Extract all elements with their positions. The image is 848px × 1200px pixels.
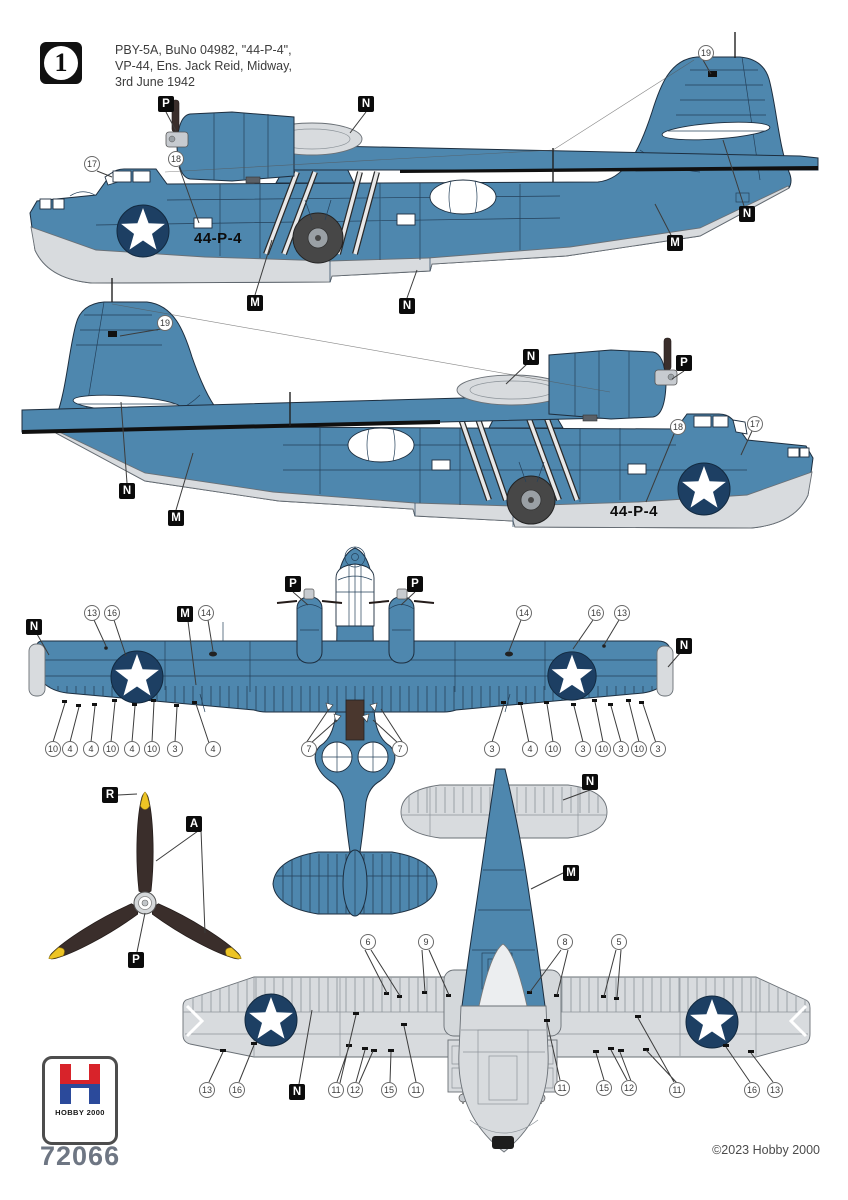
callout-number-17: 17 bbox=[747, 416, 763, 432]
callout-number-16: 16 bbox=[229, 1082, 245, 1098]
fitting-marks bbox=[62, 699, 644, 707]
callout-number-3: 3 bbox=[650, 741, 666, 757]
propeller-detail-view bbox=[44, 791, 246, 966]
scheme-number: 1 bbox=[44, 46, 78, 80]
national-insignia bbox=[685, 995, 739, 1049]
callout-number-11: 11 bbox=[328, 1082, 344, 1098]
national-insignia bbox=[244, 993, 298, 1047]
national-insignia bbox=[677, 462, 731, 516]
callout-number-16: 16 bbox=[744, 1082, 760, 1098]
callout-number-12: 12 bbox=[621, 1080, 637, 1096]
callout-number-7: 7 bbox=[392, 741, 408, 757]
hobby2000-logo: HOBBY 2000 bbox=[42, 1056, 118, 1145]
callout-number-5: 5 bbox=[611, 934, 627, 950]
callout-number-13: 13 bbox=[84, 605, 100, 621]
callout-number-17: 17 bbox=[84, 156, 100, 172]
callout-number-18: 18 bbox=[670, 419, 686, 435]
callout-letter-M: M bbox=[247, 295, 263, 311]
title-line-1: PBY-5A, BuNo 04982, "44-P-4", bbox=[115, 43, 292, 57]
fuselage-code-text: 44-P-4 bbox=[194, 230, 242, 247]
fuselage-code-text: 44-P-4 bbox=[610, 503, 658, 520]
callout-number-3: 3 bbox=[167, 741, 183, 757]
scheme-title: PBY-5A, BuNo 04982, "44-P-4", VP-44, Ens… bbox=[115, 42, 292, 90]
callout-number-12: 12 bbox=[347, 1082, 363, 1098]
callout-letter-N: N bbox=[26, 619, 42, 635]
callout-letter-N: N bbox=[358, 96, 374, 112]
callout-number-4: 4 bbox=[522, 741, 538, 757]
callout-number-14: 14 bbox=[516, 605, 532, 621]
callout-letter-N: N bbox=[289, 1084, 305, 1100]
callout-number-4: 4 bbox=[124, 741, 140, 757]
callout-letter-N: N bbox=[739, 206, 755, 222]
callout-number-11: 11 bbox=[554, 1080, 570, 1096]
copyright-text: ©2023 Hobby 2000 bbox=[712, 1143, 820, 1157]
callout-number-4: 4 bbox=[62, 741, 78, 757]
callout-letter-N: N bbox=[582, 774, 598, 790]
callout-letter-M: M bbox=[563, 865, 579, 881]
logo-brand-text: HOBBY 2000 bbox=[55, 1108, 105, 1117]
callout-number-10: 10 bbox=[45, 741, 61, 757]
callout-number-16: 16 bbox=[588, 605, 604, 621]
callout-number-14: 14 bbox=[198, 605, 214, 621]
callout-number-4: 4 bbox=[83, 741, 99, 757]
callout-letter-A: A bbox=[186, 816, 202, 832]
callout-number-13: 13 bbox=[614, 605, 630, 621]
title-line-3: 3rd June 1942 bbox=[115, 75, 195, 89]
callout-number-10: 10 bbox=[103, 741, 119, 757]
callout-number-11: 11 bbox=[669, 1082, 685, 1098]
callout-letter-P: P bbox=[158, 96, 174, 112]
callout-number-15: 15 bbox=[381, 1082, 397, 1098]
callout-number-16: 16 bbox=[104, 605, 120, 621]
scheme-number-icon: 1 bbox=[40, 42, 82, 84]
callout-number-10: 10 bbox=[545, 741, 561, 757]
side-profile-port-view: 44-P-4 bbox=[29, 32, 819, 284]
callout-letter-N: N bbox=[676, 638, 692, 654]
callout-number-19: 19 bbox=[698, 45, 714, 61]
callout-number-3: 3 bbox=[613, 741, 629, 757]
side-profile-starboard-view: 44-P-4 bbox=[21, 278, 814, 529]
callout-letter-N: N bbox=[523, 349, 539, 365]
callout-number-13: 13 bbox=[199, 1082, 215, 1098]
callout-letter-M: M bbox=[667, 235, 683, 251]
callout-letter-M: M bbox=[177, 606, 193, 622]
callout-letter-P: P bbox=[285, 576, 301, 592]
callout-number-10: 10 bbox=[595, 741, 611, 757]
callout-number-11: 11 bbox=[408, 1082, 424, 1098]
callout-letter-R: R bbox=[102, 787, 118, 803]
callout-number-8: 8 bbox=[557, 934, 573, 950]
bottom-view bbox=[182, 768, 811, 1153]
callout-letter-P: P bbox=[128, 952, 144, 968]
callout-number-18: 18 bbox=[168, 151, 184, 167]
callout-number-10: 10 bbox=[631, 741, 647, 757]
callout-number-3: 3 bbox=[484, 741, 500, 757]
title-line-2: VP-44, Ens. Jack Reid, Midway, bbox=[115, 59, 292, 73]
national-insignia bbox=[110, 650, 164, 704]
kit-number: 72066 bbox=[40, 1141, 121, 1171]
callout-number-10: 10 bbox=[144, 741, 160, 757]
callout-letter-N: N bbox=[399, 298, 415, 314]
top-plan-view bbox=[28, 546, 674, 917]
callout-letter-P: P bbox=[407, 576, 423, 592]
national-insignia bbox=[547, 651, 597, 701]
national-insignia bbox=[116, 204, 170, 258]
white-arrow-marks bbox=[325, 702, 378, 723]
callout-number-9: 9 bbox=[418, 934, 434, 950]
leader-lines bbox=[36, 59, 774, 1085]
logo-h-icon bbox=[60, 1064, 100, 1104]
callout-number-3: 3 bbox=[575, 741, 591, 757]
callout-letter-M: M bbox=[168, 510, 184, 526]
callout-number-13: 13 bbox=[767, 1082, 783, 1098]
callout-letter-N: N bbox=[119, 483, 135, 499]
callout-letter-P: P bbox=[676, 355, 692, 371]
callout-number-19: 19 bbox=[157, 315, 173, 331]
callout-number-7: 7 bbox=[301, 741, 317, 757]
callout-number-4: 4 bbox=[205, 741, 221, 757]
callout-number-6: 6 bbox=[360, 934, 376, 950]
callout-number-15: 15 bbox=[596, 1080, 612, 1096]
